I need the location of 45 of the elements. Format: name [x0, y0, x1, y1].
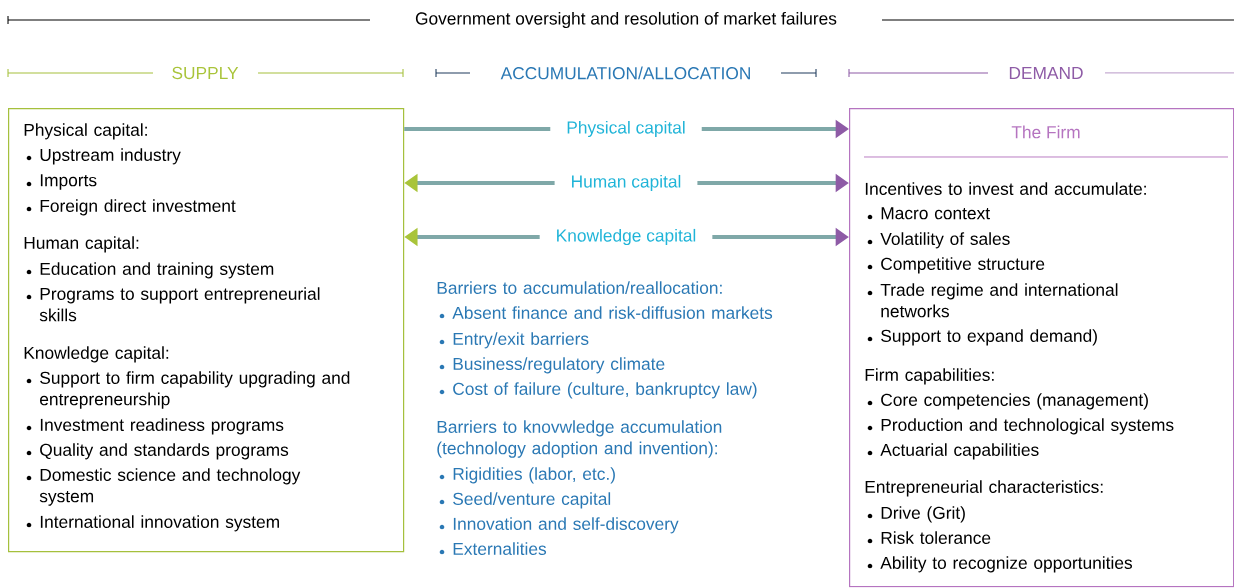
box-title: The Firm [1011, 125, 1080, 139]
list-heading: Human capital: [24, 236, 139, 253]
list-heading: Knowledge capital: [24, 346, 169, 363]
edge-label: Human capital [554, 170, 698, 196]
edge-label: Physical capital [550, 116, 702, 142]
bullet-item: Support to firm capability upgrading and entrepreneurship [26, 371, 350, 409]
list-heading: Firm capabilities: [865, 368, 994, 385]
bullet-item: Business/regulatory climate [439, 357, 665, 374]
list-heading: Incentives to invest and accumulate: [865, 182, 1146, 195]
bullet-item: Externalities [439, 542, 547, 555]
bullet-item: International innovation system [26, 515, 279, 532]
bullet-item: Drive (Grit) [867, 506, 965, 523]
bullet-item: Quality and standards programs [26, 443, 289, 460]
bullet-item: Cost of failure (culture, bankruptcy law) [439, 382, 757, 399]
bullet-item: Macro context [867, 207, 990, 220]
bullet-item: Upstream industry [26, 148, 181, 165]
list-heading: Physical capital: [24, 123, 147, 140]
title: Government oversight and resolution of market failures [415, 11, 837, 29]
bullet-item: Programs to support entrepreneurial skills [26, 287, 320, 322]
bullet-item: Competitive structure [867, 257, 1045, 274]
bullet-item: Volatility of sales [867, 232, 1010, 249]
bullet-item: Seed/venture capital [439, 492, 611, 509]
list-heading: Entrepreneurial characteristics: [865, 480, 1103, 497]
bullet-item: Ability to recognize opportunities [867, 556, 1133, 573]
bullet-item: Rigidities (labor, etc.) [439, 467, 615, 484]
bullet-item: Support to expand demand) [867, 329, 1097, 346]
bullet-item: Innovation and self-discovery [439, 517, 679, 534]
bullet-item: Imports [26, 174, 97, 190]
section-heading: DEMAND [1009, 67, 1083, 79]
bullet-item: Investment readiness programs [26, 418, 284, 435]
list-heading: Barriers to accumulation/reallocation: [437, 281, 722, 294]
bullet-item: Risk tolerance [867, 531, 991, 544]
bullet-item: Absent finance and risk-diffusion markets [439, 306, 773, 319]
bullet-item: Foreign direct investment [26, 199, 236, 216]
section-heading: ACCUMULATION/ALLOCATION [500, 66, 750, 80]
bullet-item: Core competencies (management) [867, 393, 1148, 410]
bullet-item: Education and training system [26, 262, 274, 279]
section-heading: SUPPLY [172, 66, 239, 80]
list-heading: Barriers to knovwledge accumulation (technology adoption and invention): [437, 420, 722, 458]
bullet-item: Domestic science and technology system [26, 468, 301, 506]
edge-label: Knowledge capital [539, 224, 713, 250]
bullet-item: Production and technological systems [867, 418, 1174, 435]
bullet-item: Actuarial capabilities [867, 443, 1039, 460]
bullet-item: Entry/exit barriers [439, 332, 589, 349]
bullet-item: Trade regime and international networks [867, 283, 1118, 318]
